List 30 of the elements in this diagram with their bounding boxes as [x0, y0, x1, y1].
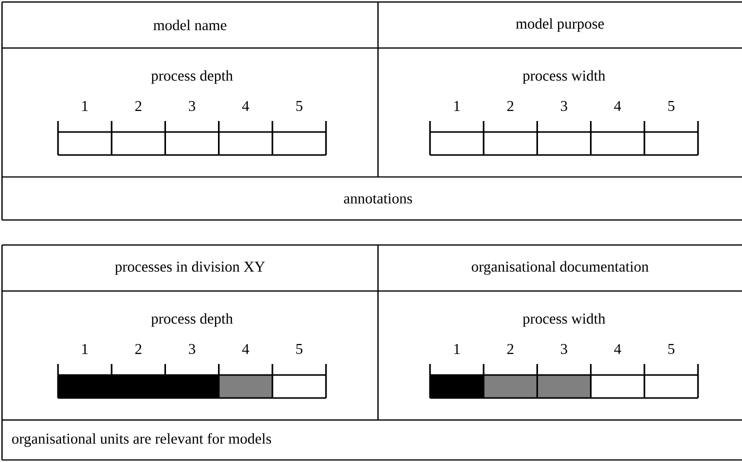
table-header: model name	[153, 20, 226, 30]
scale-number: 3	[560, 100, 568, 112]
annotation-text: annotations	[344, 193, 412, 204]
scale-number: 4	[614, 101, 622, 111]
scale-number: 5	[296, 101, 302, 111]
scale-number: 2	[135, 101, 142, 111]
annotation-text: organisational units are relevant for models	[12, 433, 272, 447]
scale-number: 3	[560, 344, 568, 354]
scale-number: 5	[668, 344, 674, 354]
scale-number: 1	[82, 344, 88, 354]
scale-number: 1	[82, 101, 88, 111]
scale-number: 1	[454, 344, 460, 354]
table-header: model purpose	[516, 18, 604, 32]
scale-number: 5	[296, 344, 302, 354]
scale-number: 4	[614, 344, 622, 354]
scale-number: 2	[507, 344, 514, 354]
scale-number: 4	[242, 344, 250, 354]
scale-number: 3	[188, 344, 196, 354]
scale-title: process width	[522, 70, 606, 84]
scale-title: process width	[522, 313, 606, 327]
scale-title: process depth	[151, 70, 233, 84]
scale-number: 2	[507, 101, 514, 111]
table-header: processes in division XY	[115, 261, 265, 275]
scale-number: 1	[454, 101, 460, 111]
scale-number: 3	[188, 100, 196, 112]
scale-number: 2	[135, 344, 142, 354]
scale-title: process depth	[151, 313, 233, 327]
scale-number: 5	[668, 101, 674, 111]
table-header: organisational documentation	[472, 261, 649, 275]
scale-number: 4	[242, 101, 250, 111]
